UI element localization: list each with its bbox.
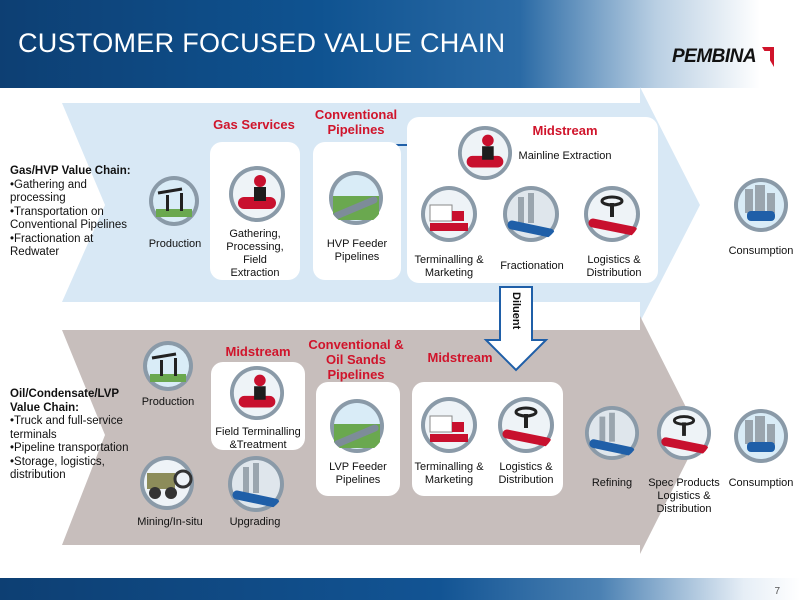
diluent-arrow (483, 286, 549, 372)
terminalling-label: Terminalling & Marketing (414, 461, 484, 486)
terminalling-label: Terminalling & Marketing (414, 254, 484, 279)
gas-chain-bullet: •Fractionation at Redwater (10, 232, 94, 259)
logistics-label: Logistics & Distribution (498, 461, 554, 486)
worker-pipe-icon (457, 125, 513, 181)
gas-chain-bullet: •Gathering and processing (10, 178, 87, 205)
conventional-pipelines-label: Conventional Pipelines (314, 107, 398, 137)
valve-icon (584, 186, 640, 242)
oil-chain-bullet: •Storage, logistics, distribution (10, 455, 105, 482)
gas-chain-description: Gas/HVP Value Chain: •Gathering and proc… (10, 165, 142, 260)
oil-pump-icon (143, 341, 193, 391)
consumption-label: Consumption (728, 245, 794, 257)
diluent-label: Diluent (510, 292, 522, 330)
production-label: Production (148, 238, 202, 250)
valve-icon (498, 397, 554, 453)
gas-chain-heading: Gas/HVP Value Chain: (10, 165, 131, 177)
tanker-truck-icon (421, 186, 477, 242)
page-title: CUSTOMER FOCUSED VALUE CHAIN (18, 28, 506, 58)
refinery-icon (584, 405, 640, 461)
city-car-icon (734, 409, 788, 463)
header-banner (0, 0, 800, 88)
oil-chain-heading: Oil/Condensate/LVP Value Chain: (10, 388, 119, 414)
mainline-extraction-label: Mainline Extraction (518, 150, 612, 162)
hvp-feeder-label: HVP Feeder Pipelines (326, 238, 388, 263)
refinery-icon (503, 186, 559, 242)
gathering-label: Gathering, Processing, Field Extraction (226, 228, 284, 279)
footer-band (0, 578, 800, 600)
company-logo: PEMBINA (672, 46, 757, 67)
oil-chain-bullet: •Truck and full-service terminals (10, 415, 123, 441)
pipeline-icon (330, 399, 384, 453)
lvp-feeder-label: LVP Feeder Pipelines (329, 461, 387, 486)
gas-chain-bullet: •Transportation on Conventional Pipeline… (10, 205, 127, 232)
refining-label: Refining (591, 477, 633, 489)
oil-pump-icon (149, 176, 199, 226)
logistics-label: Logistics & Distribution (586, 254, 642, 279)
consumption-label: Consumption (728, 477, 794, 489)
conventional-oil-sands-label: Conventional & Oil Sands Pipelines (308, 337, 404, 382)
pipeline-icon (329, 171, 383, 225)
valve-icon (656, 405, 712, 461)
mining-label: Mining/In-situ (137, 516, 203, 528)
field-terminalling-label: Field Terminalling &Treatment (215, 426, 301, 451)
fractionation-label: Fractionation (500, 260, 564, 272)
midstream-label: Midstream (532, 123, 598, 138)
logo-mark-icon (762, 47, 774, 67)
worker-pipe-icon (229, 166, 285, 222)
refinery-icon (228, 456, 284, 512)
city-car-icon (734, 178, 788, 232)
mining-truck-icon (140, 456, 194, 510)
page-number: 7 (774, 586, 780, 597)
midstream-left-label: Midstream (225, 344, 291, 359)
midstream-right-label: Midstream (427, 350, 493, 365)
gas-services-label: Gas Services (213, 117, 295, 132)
oil-chain-description: Oil/Condensate/LVP Value Chain: •Truck a… (10, 388, 140, 483)
worker-pipe-icon (229, 365, 285, 421)
upgrading-label: Upgrading (229, 516, 281, 528)
tanker-truck-icon (421, 397, 477, 453)
oil-chain-bullet: •Pipeline transportation (10, 442, 129, 454)
production-label: Production (141, 396, 195, 408)
spec-products-label: Spec Products Logistics & Distribution (648, 477, 720, 515)
